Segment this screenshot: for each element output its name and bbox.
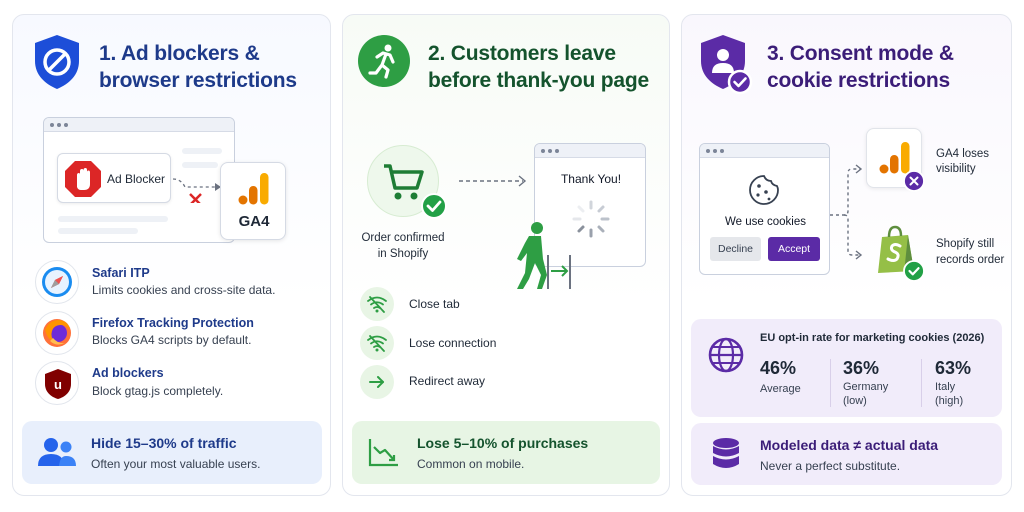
ga4-loses-line1: GA4 loses	[936, 148, 990, 160]
ad-blockers-panel: 1. Ad blockers & browser restrictions Ad…	[12, 14, 331, 496]
stat-value: 63%	[935, 358, 972, 378]
panel-title-line1: 2. Customers leave	[428, 42, 616, 65]
item-title: Ad blockers	[92, 366, 164, 380]
user-shield-icon	[701, 35, 753, 95]
summary-box: Modeled data ≠ actual data Never a perfe…	[691, 423, 1002, 485]
ad-blocker-card: Ad Blocker	[57, 153, 171, 203]
exit-reason-label: Close tab	[409, 297, 460, 311]
stat-value: 36%	[843, 358, 880, 378]
panel-title-line2: cookie restrictions	[767, 69, 950, 92]
stat-label: (low)	[843, 395, 867, 407]
summary-title: Hide 15–30% of traffic	[91, 435, 237, 451]
ad-blocker-label: Ad Blocker	[107, 172, 166, 186]
thank-you-browser: Thank You!	[534, 143, 646, 267]
customers-leave-panel: 2. Customers leave before thank-you page…	[342, 14, 670, 496]
summary-subtitle: Common on mobile.	[417, 457, 525, 471]
globe-icon	[708, 337, 744, 373]
summary-box: Lose 5–10% of purchases Common on mobile…	[352, 421, 660, 484]
ga4-label: GA4	[238, 213, 270, 230]
x-badge-icon	[903, 170, 925, 192]
exit-reason-label: Redirect away	[409, 374, 486, 388]
stat-label: (high)	[935, 395, 964, 407]
order-confirmed-line1: Order confirmed	[361, 232, 445, 244]
cookie-icon	[749, 175, 779, 205]
ga4-card: GA4	[220, 162, 286, 240]
arrow-right-icon	[369, 376, 384, 388]
shopping-cart-icon	[384, 164, 424, 200]
item-title: Firefox Tracking Protection	[92, 316, 254, 330]
users-icon	[38, 438, 76, 466]
blocked-connection-icon	[172, 178, 221, 203]
stat-divider	[921, 359, 922, 407]
firefox-icon-wrap	[35, 311, 79, 355]
item-desc: Block gtag.js completely.	[92, 384, 224, 398]
ga4-logo-icon	[879, 142, 910, 174]
walking-away-icon	[517, 222, 571, 289]
accept-button[interactable]: Accept	[768, 237, 820, 261]
stat-value: 46%	[760, 358, 797, 378]
safari-icon-wrap	[35, 260, 79, 304]
safari-icon	[42, 267, 72, 297]
consent-mode-panel: 3. Consent mode & cookie restrictions We…	[681, 14, 1012, 496]
cookie-text: We use cookies	[725, 216, 806, 228]
ublock-icon: u	[45, 369, 71, 399]
close-tab-icon-wrap	[360, 287, 394, 321]
svg-text:u: u	[54, 377, 62, 392]
trend-down-icon	[368, 439, 398, 467]
blocked-shield-icon	[35, 35, 79, 89]
ga4-loses-line2: visibility	[936, 163, 976, 175]
panel-title-line1: 1. Ad blockers &	[99, 42, 260, 65]
check-badge-icon	[903, 260, 925, 282]
split-arrows-icon	[830, 164, 863, 260]
item-desc: Limits cookies and cross-site data.	[92, 283, 276, 297]
check-badge-icon	[421, 193, 447, 219]
ublock-icon-wrap: u	[35, 361, 79, 405]
stop-hand-icon	[65, 161, 101, 197]
firefox-icon	[43, 319, 71, 347]
item-title: Safari ITP	[92, 266, 150, 280]
stat-label: Germany	[843, 381, 889, 393]
summary-subtitle: Never a perfect substitute.	[760, 459, 901, 473]
shopify-line2: records order	[936, 254, 1005, 266]
opt-in-stats-box: EU opt-in rate for marketing cookies (20…	[691, 319, 1002, 417]
summary-title: Modeled data ≠ actual data	[760, 437, 939, 453]
database-icon	[713, 438, 739, 468]
order-confirmed-line2: in Shopify	[377, 248, 429, 260]
ga4-logo-icon	[238, 173, 269, 205]
no-wifi-icon	[367, 335, 387, 352]
cart-circle	[367, 145, 439, 217]
stat-label: Average	[760, 383, 801, 395]
loading-spinner-icon	[572, 200, 610, 238]
summary-subtitle: Often your most valuable users.	[91, 457, 261, 471]
no-wifi-icon	[367, 296, 387, 313]
panel-title-line2: before thank-you page	[428, 69, 649, 92]
summary-title: Lose 5–10% of purchases	[417, 435, 589, 451]
stat-label: Italy	[935, 381, 956, 393]
item-desc: Blocks GA4 scripts by default.	[92, 333, 252, 347]
shopify-line1: Shopify still	[936, 238, 995, 250]
cookie-banner-browser: We use cookies Decline Accept	[699, 143, 830, 275]
panel-title-line1: 3. Consent mode &	[767, 42, 954, 65]
running-person-icon	[358, 35, 410, 87]
exit-reason-label: Lose connection	[409, 336, 497, 350]
decline-button[interactable]: Decline	[710, 237, 761, 261]
thank-you-text: Thank You!	[560, 172, 622, 186]
summary-box: Hide 15–30% of traffic Often your most v…	[22, 421, 322, 484]
arrow-dashed-icon	[459, 175, 527, 187]
stats-title: EU opt-in rate for marketing cookies (20…	[760, 332, 985, 344]
stat-divider	[830, 359, 831, 407]
panel-title-line2: browser restrictions	[99, 69, 297, 92]
lose-connection-icon-wrap	[360, 326, 394, 360]
redirect-icon-wrap	[360, 365, 394, 399]
